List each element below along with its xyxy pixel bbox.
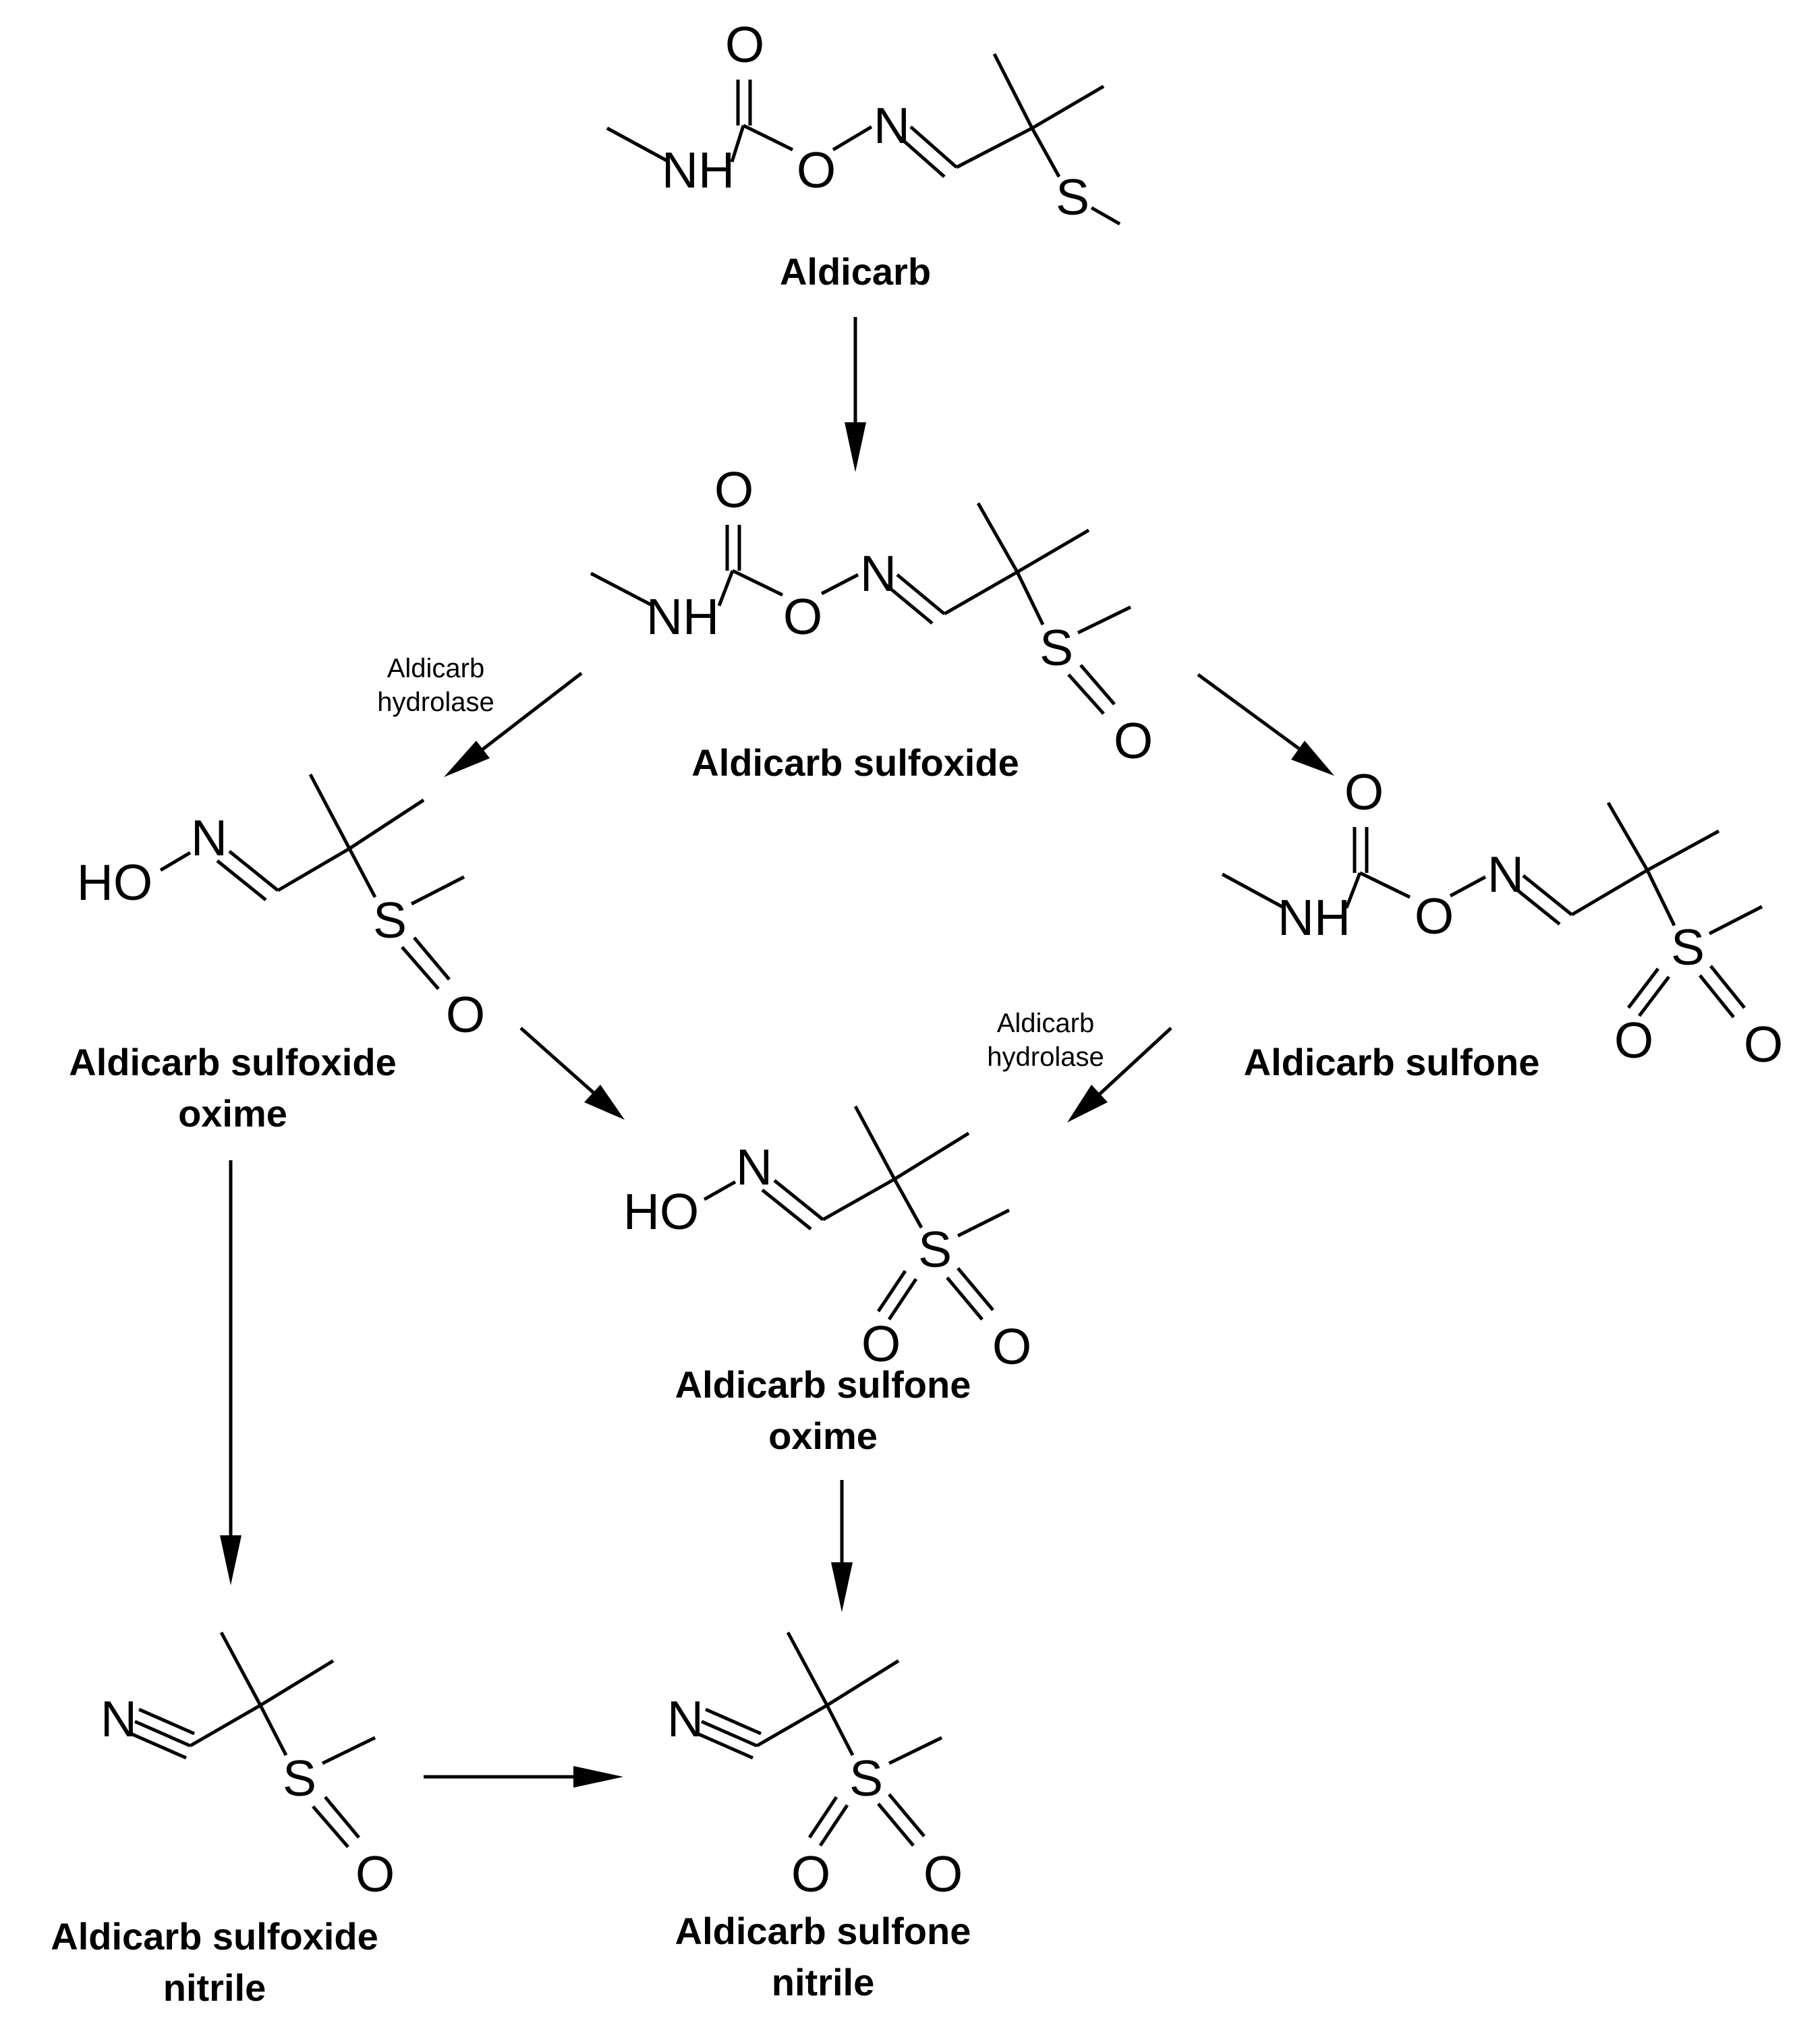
- atom-s: S: [1671, 919, 1705, 975]
- atom-nh: NH: [1278, 889, 1350, 946]
- atom-nh: NH: [662, 142, 735, 198]
- structure-aldicarb-sulfoxide-oxime: HO N S O Aldicarb sulfoxide oxime: [69, 773, 485, 1135]
- arrow-sulfoxide-nitrile-to-sulfone-nitrile: [424, 1766, 623, 1788]
- label-sulfoxide-oxime-line1: Aldicarb sulfoxide: [69, 1041, 396, 1083]
- atom-ho: HO: [623, 1183, 700, 1240]
- label-aldicarb-sulfoxide: Aldicarb sulfoxide: [691, 741, 1019, 784]
- label-sulfone-oxime-line2: oxime: [768, 1415, 878, 1457]
- atom-s: S: [1040, 619, 1073, 676]
- label-sulfone-oxime-line1: Aldicarb sulfone: [675, 1363, 971, 1406]
- atom-n: N: [1487, 846, 1524, 903]
- atom-o: O: [783, 588, 822, 645]
- label-sulfone-nitrile-line1: Aldicarb sulfone: [675, 1910, 971, 1952]
- atom-s: S: [849, 1750, 883, 1806]
- label-aldicarb-sulfone: Aldicarb sulfone: [1244, 1041, 1540, 1083]
- structure-aldicarb-sulfone-nitrile: N S O O Aldicarb sulfone nitrile: [667, 1631, 971, 2003]
- arrow-sulfoxide-to-sulfoxide-oxime: [444, 672, 583, 777]
- structure-aldicarb-sulfone: O NH O N S O O Aldicarb sulfone: [1221, 764, 1783, 1083]
- atom-n: N: [101, 1690, 137, 1747]
- enzyme-label-right-line2: hydrolase: [987, 1042, 1104, 1072]
- atom-o: O: [446, 986, 485, 1043]
- label-sulfone-nitrile-line2: nitrile: [772, 1961, 874, 2003]
- atom-n: N: [874, 97, 910, 154]
- atom-o: O: [356, 1846, 395, 1902]
- atom-n: N: [191, 809, 227, 866]
- atom-s: S: [283, 1750, 316, 1806]
- atom-o: O: [1744, 1016, 1783, 1073]
- structure-aldicarb-sulfoxide-nitrile: N S O Aldicarb sulfoxide nitrile: [51, 1631, 395, 2009]
- arrow-sulfoxide-oxime-to-sulfoxide-nitrile: [220, 1160, 241, 1585]
- arrow-aldicarb-to-sulfoxide: [845, 317, 866, 472]
- label-sulfoxide-nitrile-line1: Aldicarb sulfoxide: [51, 1915, 378, 1958]
- arrow-sulfone-to-sulfone-oxime: [1067, 1027, 1172, 1122]
- atom-o: O: [861, 1315, 901, 1372]
- arrow-sulfone-oxime-to-sulfone-nitrile: [831, 1480, 853, 1612]
- atom-nh: NH: [646, 588, 719, 645]
- arrow-sulfoxide-oxime-to-sulfone-oxime: [519, 1027, 625, 1120]
- atom-o: O: [1344, 764, 1384, 820]
- label-sulfoxide-nitrile-line2: nitrile: [163, 1966, 266, 2009]
- enzyme-label-right-line1: Aldicarb: [997, 1008, 1095, 1038]
- arrow-sulfoxide-to-sulfone: [1197, 673, 1334, 776]
- label-aldicarb: Aldicarb: [780, 250, 931, 293]
- enzyme-label-left-line1: Aldicarb: [387, 654, 485, 683]
- atom-n: N: [667, 1690, 704, 1747]
- structure-aldicarb-sulfoxide: O NH O N S O Aldicarb sulfoxide: [590, 461, 1153, 784]
- structure-aldicarb: O NH O N S Aldicarb: [606, 16, 1121, 293]
- atom-o: O: [725, 16, 764, 73]
- atom-s: S: [918, 1221, 952, 1278]
- atom-o: O: [1415, 888, 1454, 944]
- atom-o: O: [923, 1846, 963, 1902]
- label-sulfoxide-oxime-line2: oxime: [178, 1092, 287, 1135]
- atom-s: S: [1056, 169, 1089, 225]
- atom-o: O: [992, 1318, 1031, 1375]
- structure-aldicarb-sulfone-oxime: HO N S O O Aldicarb sulfone oxime: [623, 1105, 1031, 1457]
- atom-o: O: [1614, 1012, 1653, 1069]
- enzyme-label-left-line2: hydrolase: [377, 687, 494, 717]
- atom-n: N: [736, 1139, 772, 1195]
- atom-ho: HO: [77, 854, 153, 911]
- atom-o: O: [1114, 712, 1153, 769]
- atom-o: O: [791, 1846, 830, 1902]
- atom-s: S: [373, 892, 407, 948]
- atom-n: N: [860, 545, 897, 602]
- atom-o: O: [797, 142, 836, 198]
- atom-o: O: [714, 461, 753, 518]
